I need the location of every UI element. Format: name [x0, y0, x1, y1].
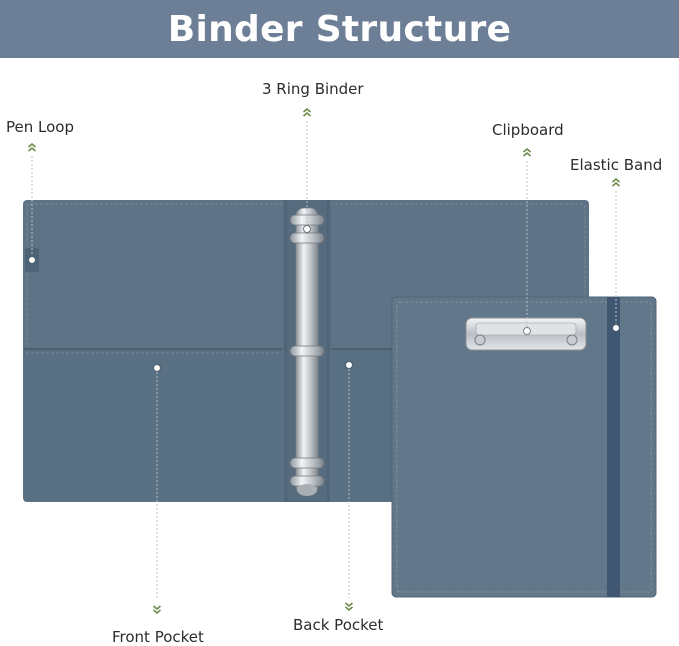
- clipboard-label: Clipboard: [492, 121, 564, 139]
- front-pocket-label: Front Pocket: [112, 628, 204, 646]
- front-pocket-leader: [152, 364, 162, 614]
- elastic-band-leader: [611, 178, 621, 332]
- ring-binder-leader: [302, 108, 312, 233]
- pen-loop-label: Pen Loop: [6, 118, 74, 136]
- ring-mechanism: [289, 207, 325, 496]
- elastic-band: [607, 297, 620, 597]
- front-pocket: [24, 348, 282, 501]
- back-pocket-leader: [344, 361, 354, 611]
- page-title: Binder Structure: [167, 8, 512, 50]
- back-pocket-label: Back Pocket: [293, 616, 384, 634]
- elastic-band-label: Elastic Band: [570, 156, 663, 174]
- clipboard-board: [391, 296, 657, 598]
- back-pocket: [332, 348, 394, 501]
- ring-binder-label: 3 Ring Binder: [262, 80, 364, 98]
- clipboard-leader: [522, 148, 532, 335]
- pen-loop-leader: [27, 143, 37, 264]
- title-banner: Binder Structure: [0, 0, 679, 58]
